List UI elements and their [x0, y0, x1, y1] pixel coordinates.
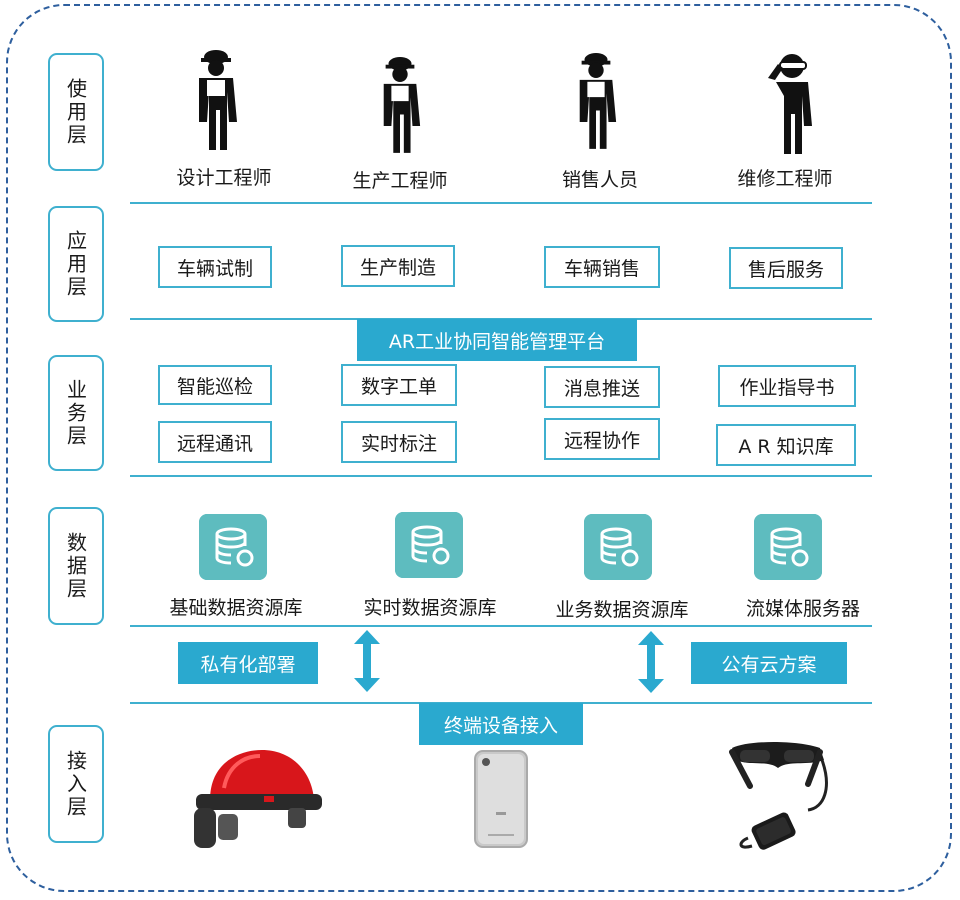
platform-title-band: AR工业协同智能管理平台 — [357, 319, 637, 361]
double-arrow-icon — [638, 631, 664, 693]
business-box: 作业指导书 — [718, 365, 856, 407]
layer-label-access: 接入层 — [48, 725, 104, 843]
data-resource-label: 基础数据资源库 — [169, 597, 303, 619]
business-box: A R 知识库 — [716, 424, 856, 466]
business-box: 远程协作 — [544, 418, 660, 460]
worker-hardhat-icon — [383, 57, 421, 153]
database-icon — [395, 512, 463, 578]
user-label: 生产工程师 — [352, 170, 448, 192]
layer-label-data: 数据层 — [48, 507, 104, 625]
ar-helmet-icon — [194, 750, 322, 848]
user-label: 设计工程师 — [176, 167, 272, 189]
worker-hardhat-icon — [579, 53, 617, 149]
database-icon — [199, 514, 267, 580]
layer-label-business: 业务层 — [48, 355, 104, 471]
public-cloud-band: 公有云方案 — [691, 642, 847, 684]
business-box: 数字工单 — [341, 364, 457, 406]
database-icon — [754, 514, 822, 580]
user-label: 维修工程师 — [737, 168, 833, 190]
separator-line — [130, 202, 872, 204]
layer-label-application: 应用层 — [48, 206, 104, 322]
data-resource-label: 实时数据资源库 — [363, 597, 497, 619]
business-box: 消息推送 — [544, 366, 660, 408]
private-deployment-band: 私有化部署 — [178, 642, 318, 684]
separator-line — [130, 475, 872, 477]
data-resource-label: 业务数据资源库 — [555, 599, 689, 621]
business-box: 智能巡检 — [158, 365, 272, 405]
data-resource-label: 流媒体服务器 — [745, 598, 860, 620]
separator-line — [130, 625, 872, 627]
terminal-access-band: 终端设备接入 — [419, 703, 583, 745]
worker-hardhat-icon — [199, 50, 237, 150]
application-box: 售后服务 — [729, 247, 843, 289]
application-box: 车辆试制 — [158, 246, 272, 288]
user-label: 销售人员 — [561, 169, 638, 191]
ar-glasses-icon — [729, 742, 828, 850]
worker-ar-glasses-icon — [768, 54, 812, 154]
business-box: 实时标注 — [341, 421, 457, 463]
smartphone-icon — [474, 750, 528, 848]
business-box: 远程通讯 — [158, 421, 272, 463]
application-box: 车辆销售 — [544, 246, 660, 288]
database-icon — [584, 514, 652, 580]
layer-label-usage: 使用层 — [48, 53, 104, 171]
double-arrow-icon — [354, 630, 380, 692]
application-box: 生产制造 — [341, 245, 455, 287]
diagram-frame — [6, 4, 952, 892]
